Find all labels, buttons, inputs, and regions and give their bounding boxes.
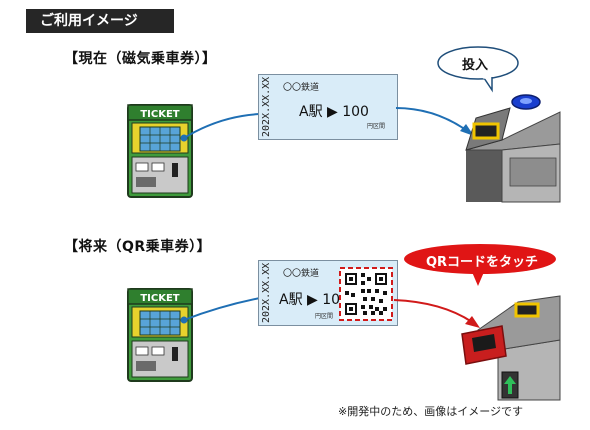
ticket-route: A駅 ▶ 100 (279, 292, 349, 308)
ticket-railway: 〇〇鉄道 (283, 269, 320, 279)
arrow-ticket-to-gate-current (395, 107, 474, 136)
callout-qr-touch-text: QRコードをタッチ (426, 255, 539, 270)
future-section-title: 【将来（QR乗車券）】 (64, 239, 212, 255)
arrow-qr-to-gate (393, 299, 480, 328)
qr-code (339, 267, 393, 321)
arrow-machine-to-ticket-current (180, 113, 261, 142)
section-header: ご利用イメージ (26, 9, 174, 33)
callout-insert (437, 46, 519, 93)
machine-label-future: TICKET (140, 293, 179, 304)
go-arrow-icon (504, 376, 516, 394)
qr-ticket: 202X.XX.XX 〇〇鉄道 A駅 ▶ 100 円区間 (258, 260, 398, 326)
ticket-gate-magnetic (465, 94, 561, 203)
callout-qr-touch (404, 244, 556, 286)
ticket-fare-note: 円区間 (315, 313, 334, 320)
current-section-title: 【現在（磁気乗車券）】 (64, 51, 217, 67)
ticket-date: 202X.XX.XX (261, 262, 272, 323)
ticket-railway: 〇〇鉄道 (283, 83, 320, 93)
ticket-machine-future: TICKET (127, 288, 193, 382)
callout-insert-text: 投入 (462, 58, 489, 73)
magnetic-ticket: 202X.XX.XX 〇〇鉄道 A駅 ▶ 100 円区間 (258, 74, 398, 140)
ticket-fare-note: 円区間 (367, 123, 386, 130)
ticket-slot (472, 122, 500, 140)
arrow-machine-to-ticket-future (180, 297, 261, 324)
disclaimer-note: ※開発中のため、画像はイメージです (338, 405, 523, 418)
ticket-date: 202X.XX.XX (261, 76, 272, 137)
ticket-route: A駅 ▶ 100 (299, 104, 369, 120)
ticket-gate-qr (461, 295, 561, 401)
machine-label-current: TICKET (140, 109, 179, 120)
ticket-machine-current: TICKET (127, 104, 193, 198)
